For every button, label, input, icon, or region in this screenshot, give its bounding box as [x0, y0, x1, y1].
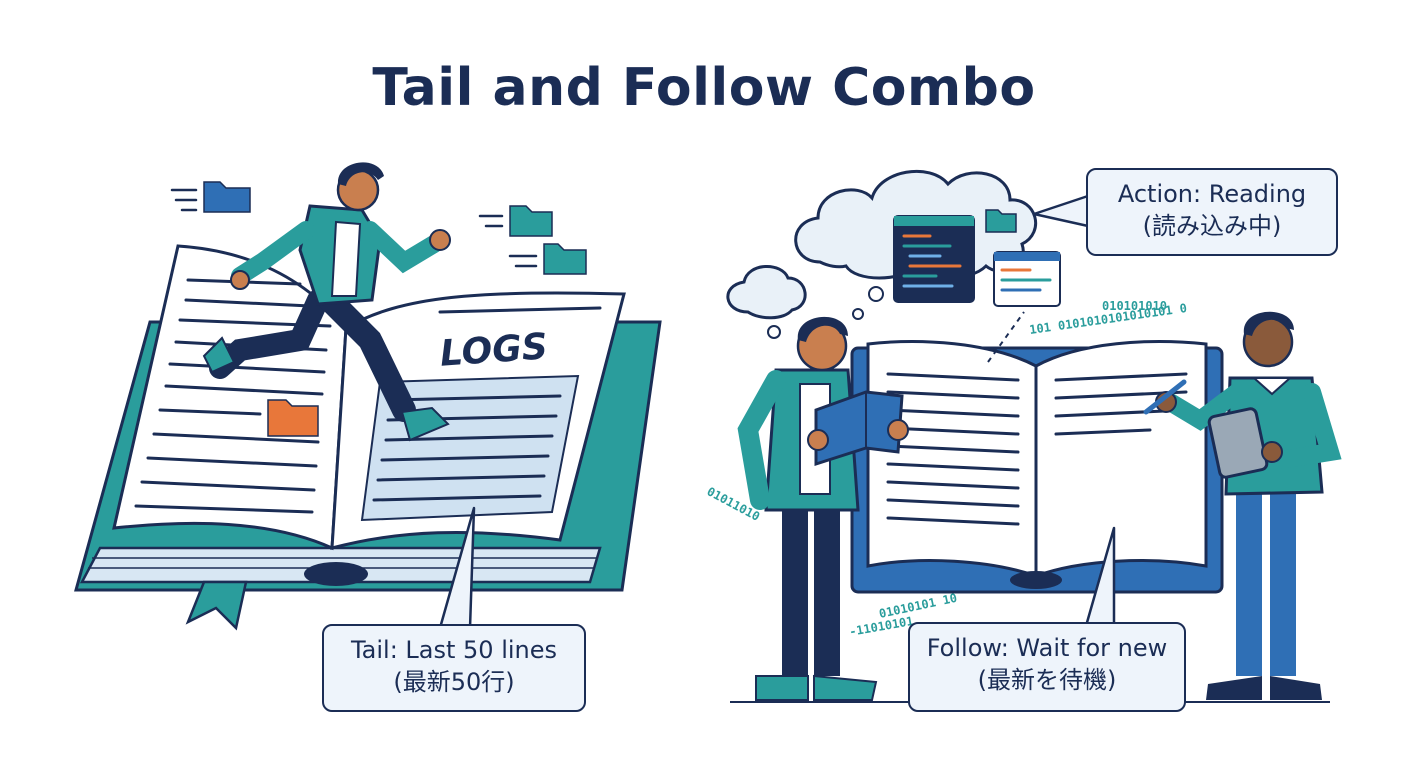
tail-callout-line2: (最新50行)	[393, 668, 515, 696]
logs-book	[74, 244, 662, 631]
follow-callout-line1: Follow: Wait for new	[926, 634, 1168, 662]
tail-callout-line1: Tail: Last 50 lines	[350, 636, 558, 664]
action-callout-line1: Action: Reading	[1117, 180, 1307, 208]
running-person	[202, 162, 451, 442]
svg-text:01010101 10: 01010101 10	[878, 591, 959, 621]
follow-callout-line2: (最新を待機)	[977, 666, 1117, 694]
thought-cloud	[726, 169, 1038, 339]
reading-person	[737, 316, 909, 701]
code-window-icon	[893, 209, 1061, 307]
tail-callout: Tail: Last 50 lines (最新50行)	[322, 624, 586, 712]
writing-person	[1143, 311, 1342, 700]
open-book	[850, 311, 1224, 594]
logs-book-label: LOGS	[438, 326, 550, 375]
page-title: Tail and Follow Combo	[372, 58, 1036, 118]
action-callout-line2: (読み込み中)	[1142, 212, 1282, 240]
folder-icon	[170, 181, 587, 275]
follow-callout: Follow: Wait for new (最新を待機)	[908, 622, 1186, 712]
svg-text:010101010: 010101010	[1102, 299, 1167, 313]
action-callout: Action: Reading (読み込み中)	[1086, 168, 1338, 256]
